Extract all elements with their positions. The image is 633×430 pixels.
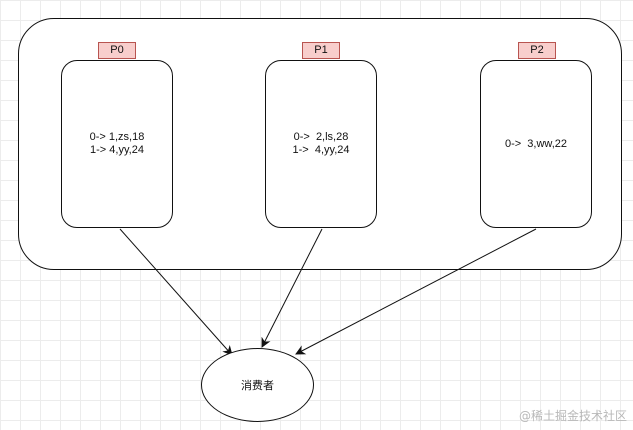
partition-tag-p2: P2: [518, 42, 556, 59]
arrow-p1-to-consumer: [261, 228, 323, 348]
arrow-p2-to-consumer: [295, 228, 537, 355]
consumer-label: 消费者: [241, 379, 274, 392]
consumer-node: 消费者: [201, 348, 314, 422]
watermark: @稀土掘金技术社区: [518, 409, 627, 423]
partition-box-p2: 0-> 3,ww,22: [480, 60, 592, 228]
partition-tag-p0: P0: [98, 42, 136, 59]
record-line: 0-> 3,ww,22: [504, 137, 568, 150]
record-line: 0-> 2,ls,28: [293, 131, 349, 143]
record-line: 1-> 4,yy,24: [90, 144, 144, 156]
arrow-p0-to-consumer: [119, 228, 233, 356]
record-line: 1-> 4,yy,24: [292, 144, 350, 156]
partition-box-p0: 0-> 1,zs,18 1-> 4,yy,24: [61, 60, 173, 228]
partition-box-p1: 0-> 2,ls,28 1-> 4,yy,24: [265, 60, 377, 228]
partition-tag-p1: P1: [302, 42, 340, 59]
record-line: 0-> 1,zs,18: [89, 131, 145, 143]
